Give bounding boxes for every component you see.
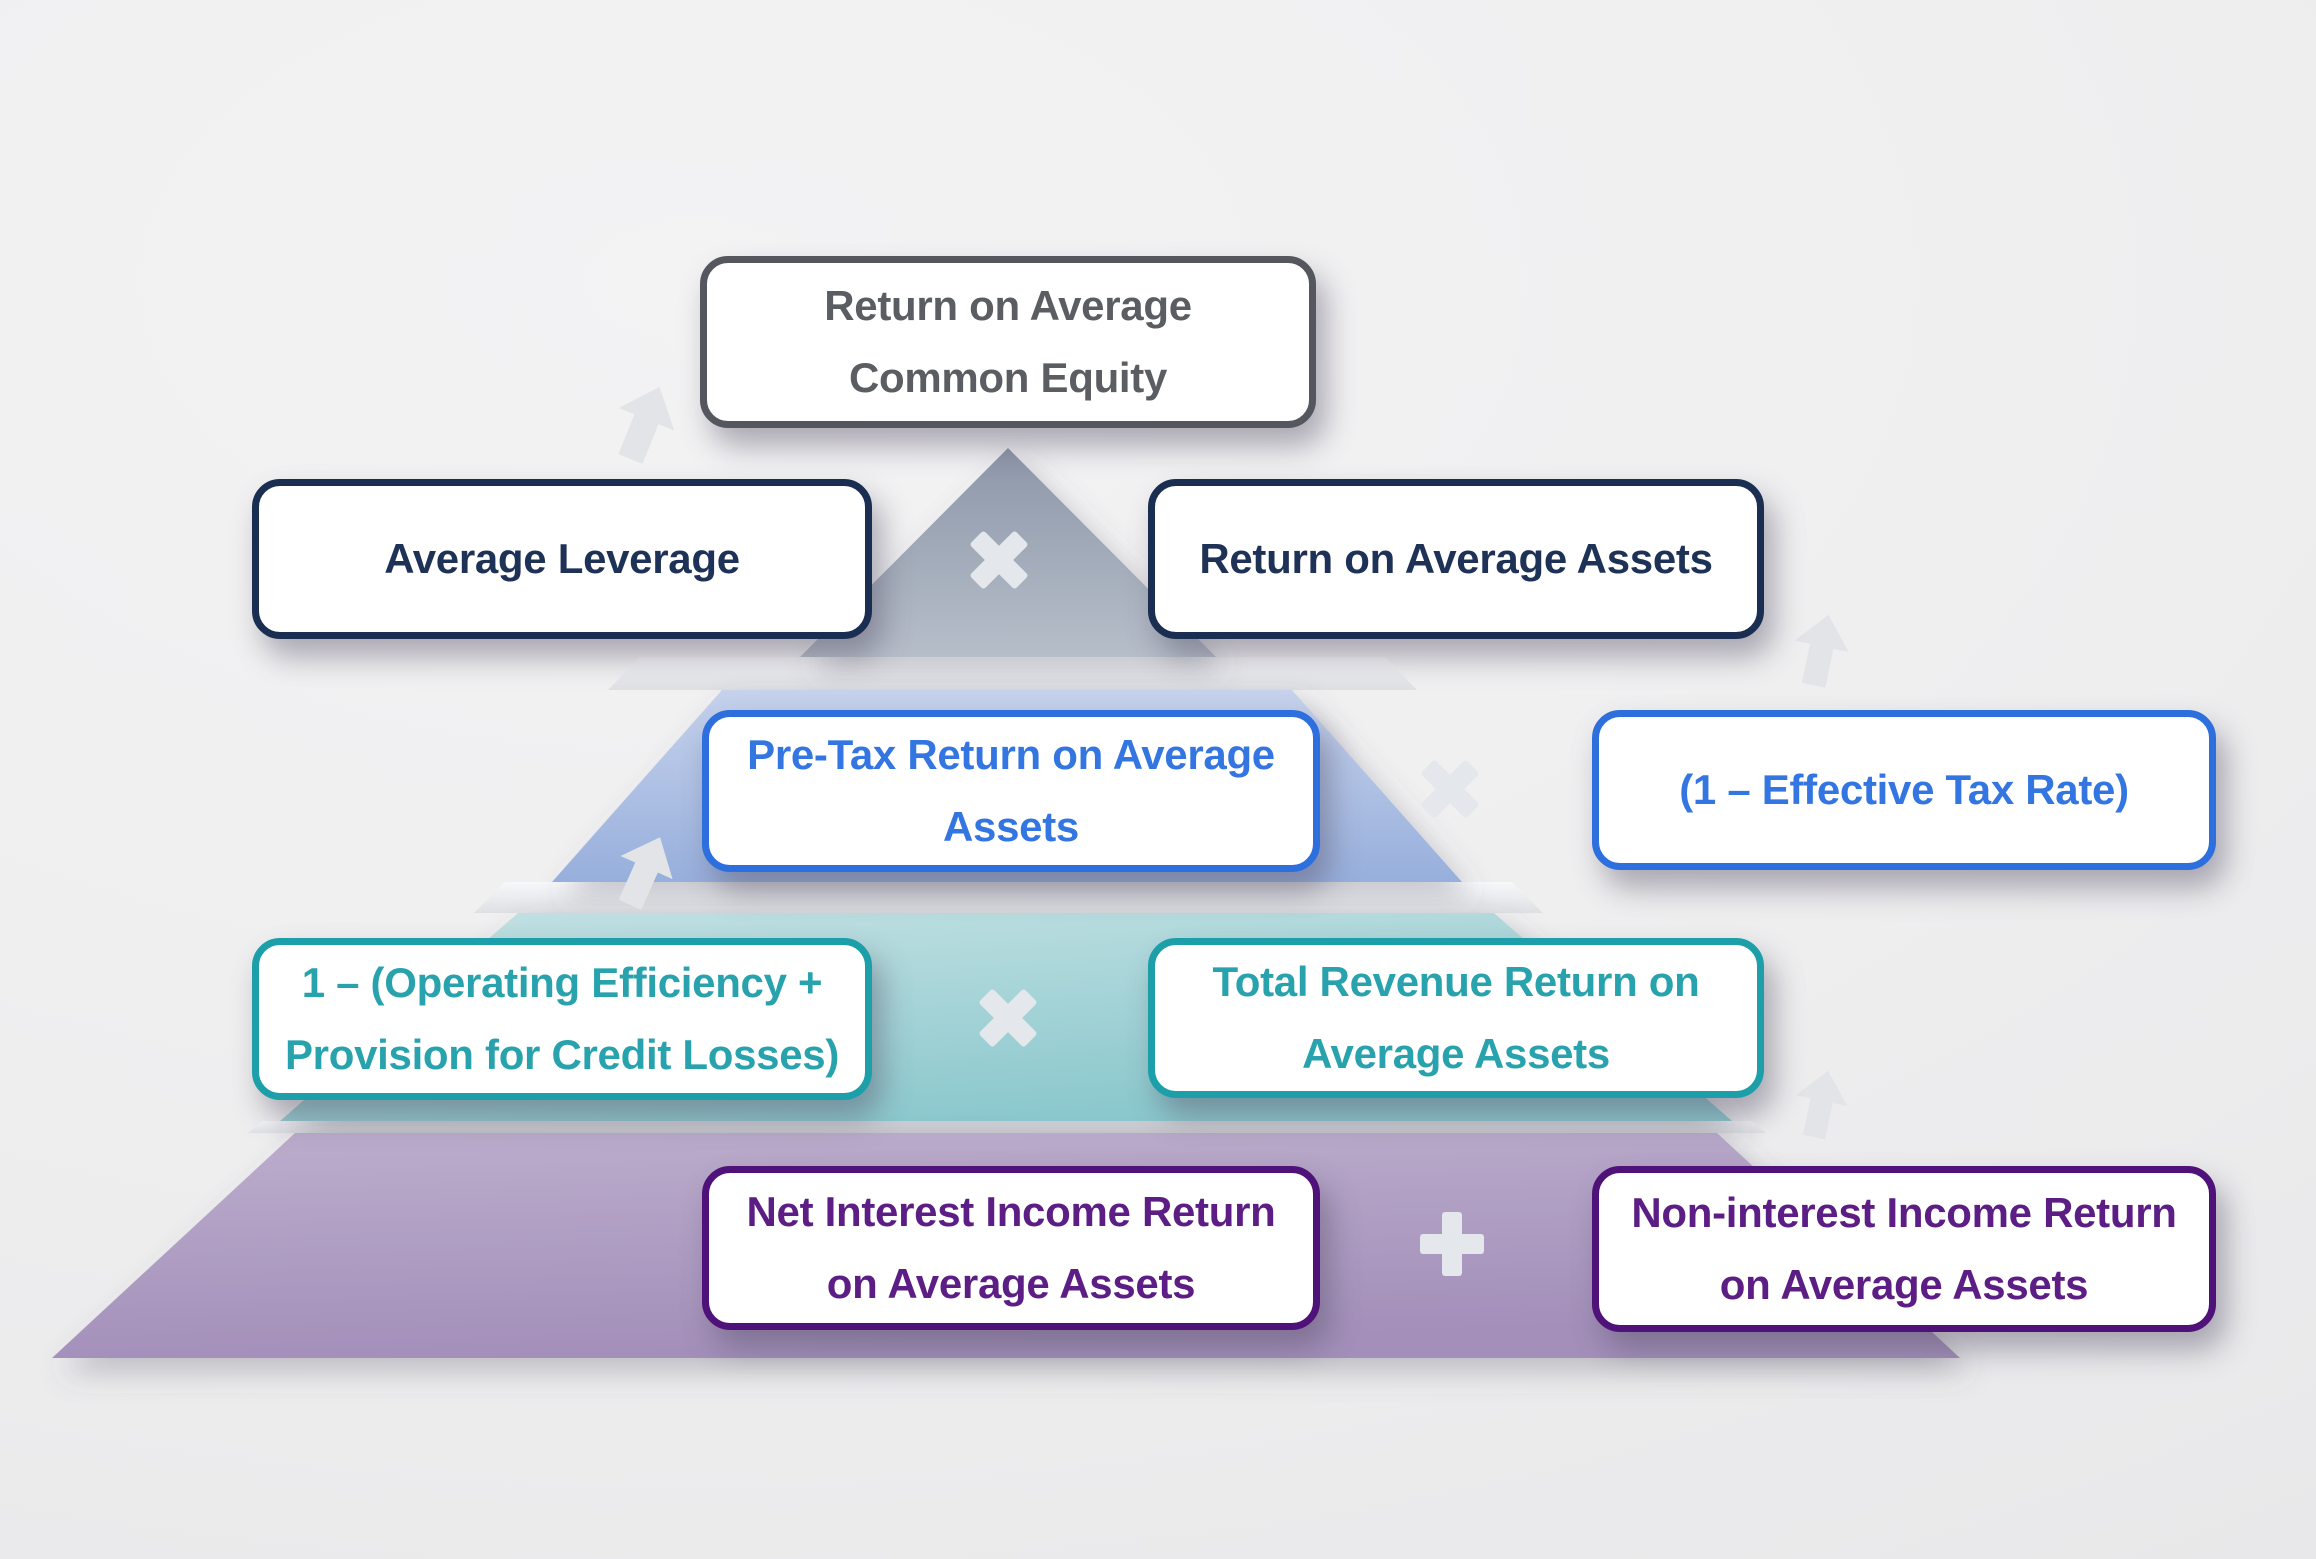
box-label-line: on Average Assets [1719,1261,2089,1308]
box-average-leverage: Average Leverage [252,479,872,639]
box-label-line: Non-interest Income Return [1631,1189,2177,1236]
arrow-up-icon [1794,614,1849,688]
box-return-on-average-assets: Return on Average Assets [1148,479,1764,639]
box-label-line: Assets [943,803,1079,850]
multiply-icon [978,988,1038,1048]
box-label-line: Net Interest Income Return [746,1188,1276,1235]
box-label-line: Pre-Tax Return on Average [747,731,1275,778]
box-total-revenue-return-on-average-assets: Total Revenue Return on Average Assets [1148,938,1764,1098]
box-label-line: Average Leverage [384,535,740,582]
box-label-line: Average Assets [1302,1030,1610,1077]
box-non-interest-income-return: Non-interest Income Return on Average As… [1592,1166,2216,1332]
box-label-line: Return on Average Assets [1199,535,1713,582]
pyramid-step-face-2 [474,882,1543,913]
box-label-line: 1 – (Operating Efficiency + [301,959,823,1006]
arrow-up-icon [1796,1070,1848,1140]
box-net-interest-income-return: Net Interest Income Return on Average As… [702,1166,1320,1330]
pyramid-step-face-3 [248,1121,1766,1133]
plus-icon [1420,1212,1484,1276]
multiply-icon [1420,759,1480,819]
box-label-line: Provision for Credit Losses) [284,1031,840,1078]
arrow-up-icon [618,837,673,910]
box-label-line: Return on Average [824,282,1192,329]
box-label-line: (1 – Effective Tax Rate) [1679,766,2129,813]
pyramid-step-face-1 [608,657,1417,690]
box-return-on-average-common-equity: Return on Average Common Equity [700,256,1316,428]
arrow-up-icon [618,386,675,465]
box-one-minus-effective-tax-rate: (1 – Effective Tax Rate) [1592,710,2216,870]
box-label-line: Common Equity [848,354,1168,401]
box-label-line: Total Revenue Return on [1212,958,1700,1005]
box-pretax-return-on-average-assets: Pre-Tax Return on Average Assets [702,710,1320,872]
box-one-minus-operating-efficiency-provision: 1 – (Operating Efficiency + Provision fo… [252,938,872,1100]
multiply-icon [969,530,1029,590]
box-label-line: on Average Assets [826,1260,1196,1307]
